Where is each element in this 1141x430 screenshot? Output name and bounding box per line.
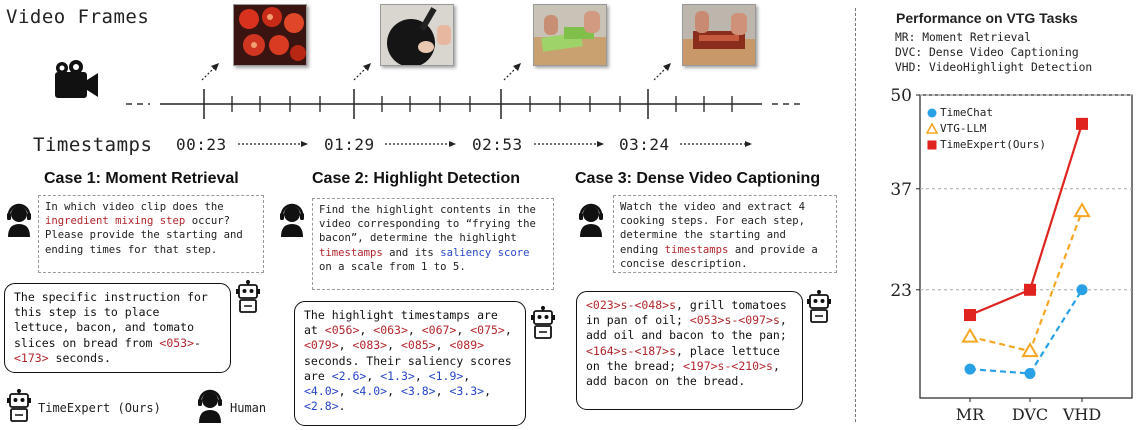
legend-item-vtg-llm: VTG-LLM [926,121,1046,137]
human-icon [198,389,222,423]
timestamp-3: 02:53 [472,135,523,154]
human-icon [7,203,31,237]
data-point [1024,283,1036,296]
robot-icon [236,280,260,313]
case-1-question: In which video clip does the ingredient … [38,195,264,273]
abbreviation-mr: MR: Moment Retrieval [895,31,1032,44]
data-point [1073,202,1091,218]
robot-icon [7,389,31,422]
legend-label: TimeExpert(Ours) [940,138,1046,151]
frame-thumbnail-bacon [682,4,756,66]
data-point [1076,284,1088,296]
y-tick-label: 37 [890,180,912,200]
frame-thumbnail-lettuce [533,4,607,66]
square-marker-icon [927,140,937,150]
y-tick-label: 23 [890,281,912,301]
human-icon [280,203,304,237]
legend-label: TimeChat [940,106,993,119]
timeline-graphic [55,60,800,147]
case-3-title: Case 3: Dense Video Captioning [575,170,821,187]
robot-icon [531,306,555,339]
plot-frame [919,94,1133,399]
human-icon [579,203,603,237]
legend-item-timeexpert: TimeExpert(Ours) [926,137,1046,153]
case-2-answer: The highlight timestamps are at <056>, <… [294,301,526,426]
chart-title: Performance on VTG Tasks [896,10,1078,26]
abbreviation-list: MR: Moment Retrieval DVC: Dense Video Ca… [895,30,1092,75]
video-frames-label: Video Frames [6,6,150,28]
timestamp-2: 01:29 [324,135,375,154]
legend-model-label: TimeExpert (Ours) [38,401,161,415]
legend-human-label: Human [230,401,267,415]
y-tick-label: 50 [890,86,912,106]
x-tick-label: VHD [1062,405,1101,424]
case-3-question: Watch the video and extract 4 cooking st… [613,195,837,273]
abbreviation-dvc: DVC: Dense Video Captioning [895,46,1079,59]
data-point [964,363,976,375]
case-2-title: Case 2: Highlight Detection [312,170,521,187]
timestamp-1: 00:23 [176,135,227,154]
case-2-question: Find the highlight contents in the video… [312,198,554,290]
timestamps-label: Timestamps [33,134,153,156]
x-tick-label: MR [956,405,985,424]
x-tick-label: DVC [1012,405,1048,424]
case-3-answer: <023>s-<048>s, grill tomatoes in pan of … [576,291,803,410]
data-point [1076,117,1088,130]
case-1-title: Case 1: Moment Retrieval [44,170,239,187]
data-point [1024,367,1036,379]
frame-thumbnail-tomatoes [233,4,307,66]
chart-legend: TimeChat VTG-LLM TimeExpert(Ours) [926,105,1046,153]
abbreviation-vhd: VHD: VideoHighlight Detection [895,61,1093,74]
timestamp-4: 03:24 [619,135,670,154]
panel-divider [855,8,856,422]
circle-marker-icon [927,108,937,118]
data-point [1021,342,1039,358]
robot-icon [807,290,831,323]
legend-label: VTG-LLM [940,122,987,135]
video-camera-icon [55,60,98,98]
case-1-answer: The specific instruction for this step i… [4,283,231,373]
data-point [961,327,979,343]
legend-item-timechat: TimeChat [926,105,1046,121]
triangle-marker-icon [926,123,939,134]
frame-thumbnail-frying-pan [380,4,454,66]
data-point [964,309,976,322]
